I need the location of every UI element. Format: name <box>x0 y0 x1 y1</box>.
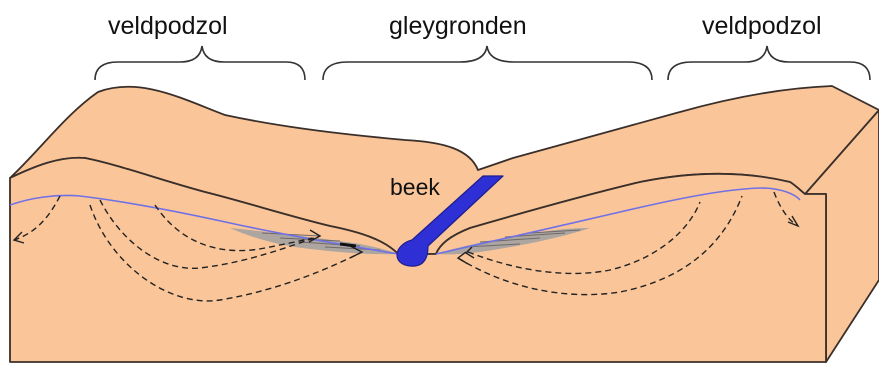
zone-label-center: gleygronden <box>389 14 527 39</box>
stream-label: beek <box>390 176 440 199</box>
zone-label-right: veldpodzol <box>702 14 822 39</box>
bracket-center <box>323 46 652 80</box>
flow-dot <box>340 244 356 246</box>
bracket-left <box>95 46 305 80</box>
zone-label-left: veldpodzol <box>108 14 228 39</box>
bracket-right <box>668 46 870 80</box>
